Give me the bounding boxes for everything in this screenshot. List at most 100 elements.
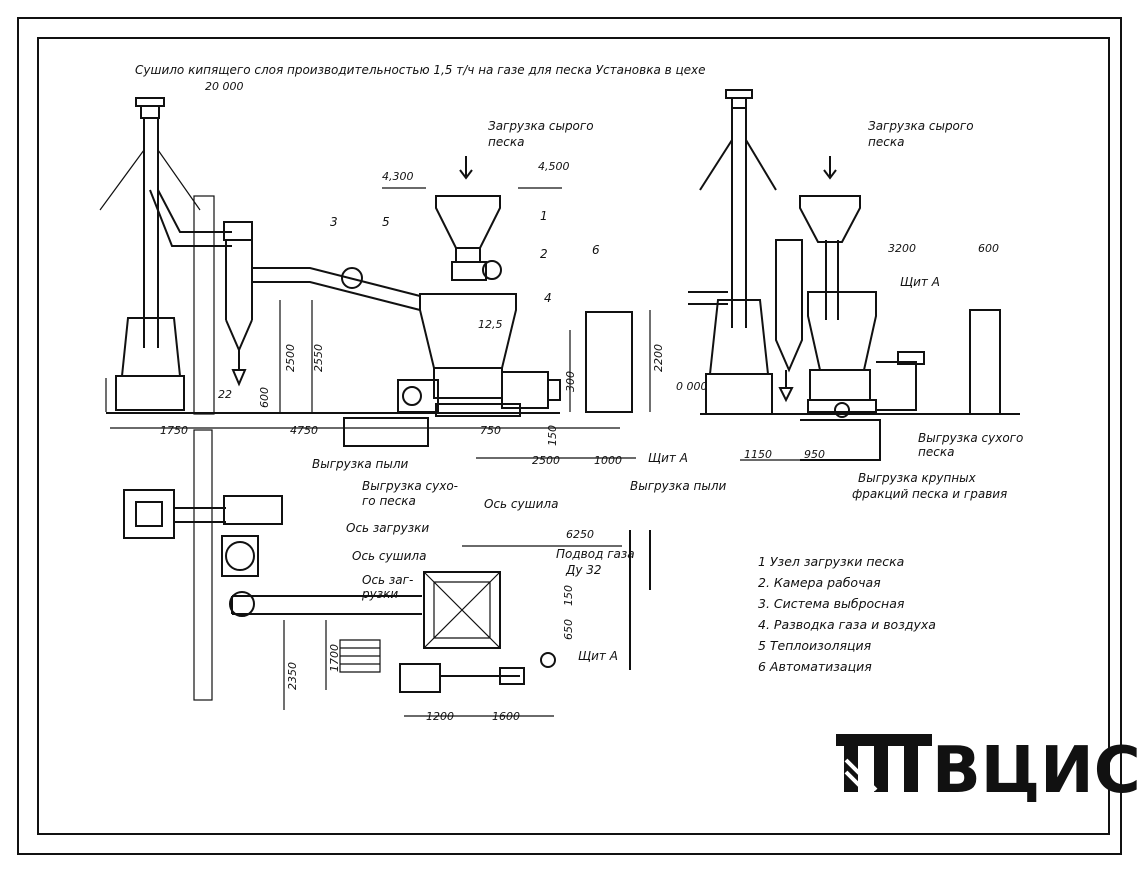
plan-dryer [423,571,501,649]
plan-chimney [123,489,175,539]
dryer-axis-label: Ось сушила [484,497,558,511]
legend-item-6: 6 Автоматизация [758,659,872,674]
dryer-right-fan [834,402,850,418]
right-elevation: Загрузка сырого песка 3200 600 Щит А Выг… [688,89,1023,501]
plan-wall-right [629,530,651,670]
plan-load-axis: Ось загрузки [346,521,429,535]
dim-2550-v: 2550 [312,344,325,372]
gas-supply-1: Подвод газа [556,547,635,561]
plan-view: Ось загрузки Ось сушила Ось заг- рузки 6… [123,429,651,723]
dim-1600: 1600 [492,710,520,723]
legend-item-2: 2. Камера рабочая [758,575,881,590]
dim-650-plan: 650 [562,619,575,640]
flue-duct [149,189,232,247]
feeder [451,261,487,281]
outer-frame [17,17,1122,855]
dim-600-right: 600 [978,242,999,255]
dim-1150: 1150 [744,448,772,461]
callout-3: 3 [330,215,338,229]
insulation-fan [341,267,363,289]
chimney-guy-wires [99,149,201,211]
dim-4300: 4,300 [382,170,414,183]
chimney-foundation [115,375,185,411]
chimney-cap [135,97,165,119]
blower-fan [402,386,422,406]
unload-dry-sand-1: Выгрузка сухо- [362,479,458,493]
dim-lines-left [105,187,651,412]
dim-chain-line [110,427,830,461]
callout-2: 2 [540,247,548,261]
gas-valves [501,371,561,409]
sand-hopper [435,195,501,263]
dim-2200-v: 2200 [652,344,665,372]
callout-5: 5 [382,215,390,229]
plan-chimney-inner [135,501,163,527]
dim-150-v: 150 [546,425,559,446]
dim-150-plan: 150 [562,585,575,606]
dryer-right-body [807,291,877,413]
load-raw-sand-left-1: Загрузка сырого [488,119,594,133]
exhaust-duct [252,267,421,311]
dim-4500: 4,500 [538,160,570,173]
dim-2500-v: 2500 [284,344,297,372]
plan-stair [339,639,381,673]
cyclone [223,221,253,387]
gas-supply-2: Ду 32 [565,563,602,577]
plan-blower [399,663,525,693]
unload-dry-sand-right-2: песка [918,445,954,459]
dim-1700: 1700 [328,644,341,672]
load-raw-sand-left-2: песка [488,135,524,149]
logo-text: ВЦИС [932,734,1139,808]
load-raw-sand-right-1: Загрузка сырого [868,119,974,133]
bottom-dims: 1750 4750 750 2500 1000 1150 950 Выгрузк… [110,424,830,511]
load-arrow-left [459,156,473,180]
logo-stripes [844,758,878,794]
shield-a-center: Щит А [648,451,688,465]
dim-2350: 2350 [286,662,299,690]
plan-load-axis2-2: рузки [361,587,398,601]
dryer-right-cyclone [775,239,803,403]
dim-4750: 4750 [290,424,318,437]
plan-dim-lines [283,545,622,717]
shield-a-right: Щит А [900,275,940,289]
dim-20000: 20 000 [205,80,244,93]
left-elevation: 4,300 4,500 12,5 2500 2550 2200 600 22 3… [99,97,708,447]
feeder-motor [482,260,502,280]
dim-300-v: 300 [564,371,577,392]
chimney-base [120,317,182,377]
unload-coarse-2: фракций песка и гравия [852,487,1007,501]
callout-1: 1 [540,209,548,223]
plan-duct-elbow [229,591,255,617]
dryer-right-pipes [825,240,925,411]
dim-12-5: 12,5 [478,318,503,331]
dim-2500-h: 2500 [532,454,560,467]
legend: 1 Узел загрузки песка 2. Камера рабочая … [758,554,936,674]
dryer-chamber [419,293,517,369]
dryer-lower [433,367,503,399]
plan-flue [174,507,226,523]
inner-frame [37,37,1110,835]
dim-0000: 0 000 [676,380,708,393]
plan-dryer-diagonals [423,571,501,649]
load-arrow-right [823,156,837,180]
plan-load-axis2-1: Ось заг- [362,573,413,587]
building-wall [193,195,215,415]
dim-1750: 1750 [160,424,188,437]
shield-a-plan: Щит А [578,649,618,663]
dim-3200: 3200 [888,242,916,255]
dim-1000: 1000 [594,454,622,467]
shield-a-panel [969,309,1001,415]
dim-750: 750 [480,424,501,437]
drawing-title: Сушило кипящего слоя производительностью… [135,63,706,77]
dim-22: 22 [218,388,232,401]
legend-item-5: 5 Теплоизоляция [758,638,872,653]
dim-1200: 1200 [426,710,454,723]
plan-dryer-axis: Ось сушила [352,549,426,563]
unload-dry-sand-2: го песка [362,494,416,508]
legend-item-4: 4. Разводка газа и воздуха [758,617,936,632]
callout-4: 4 [544,291,552,305]
dim-950: 950 [804,448,825,461]
duct-right [688,291,728,305]
chimney-right-base [708,299,770,375]
